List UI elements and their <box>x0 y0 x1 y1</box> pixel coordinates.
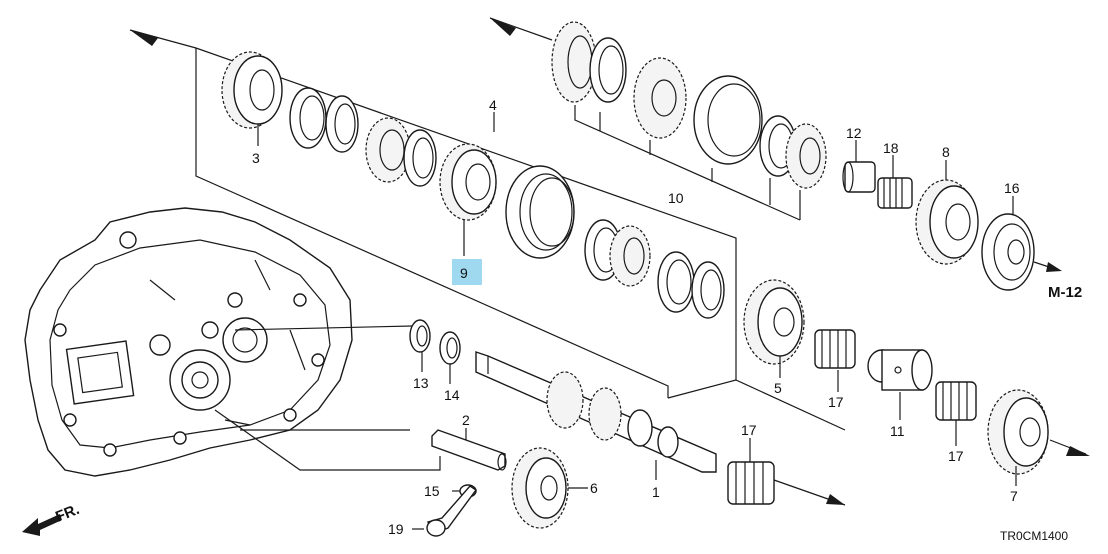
gear-part-8 <box>915 179 979 265</box>
label-17-c[interactable]: 17 <box>741 422 757 438</box>
label-16[interactable]: 16 <box>1004 180 1020 196</box>
group-10-components <box>551 21 827 189</box>
collar-part-12 <box>842 161 876 193</box>
label-15[interactable]: 15 <box>424 483 440 499</box>
label-5[interactable]: 5 <box>774 380 782 396</box>
collar-part-11 <box>867 349 933 391</box>
needle-bearing-17-lower <box>727 461 846 506</box>
gear-part-5 <box>743 279 805 365</box>
synchro-sleeve <box>505 165 575 259</box>
gear-part-7 <box>987 389 1090 475</box>
label-leaders <box>257 112 1017 489</box>
assembly-10-outline <box>489 17 801 221</box>
mainshaft-part-1 <box>475 351 717 480</box>
label-6[interactable]: 6 <box>590 480 598 496</box>
label-14[interactable]: 14 <box>444 387 460 403</box>
bolt-part-19 <box>412 485 477 537</box>
ball-bearing-part-16 <box>981 213 1062 291</box>
reference-label[interactable]: M-12 <box>1048 284 1082 301</box>
circlip-part-13 <box>409 319 431 372</box>
washer-part-14 <box>439 331 461 384</box>
label-8[interactable]: 8 <box>942 144 950 160</box>
label-12[interactable]: 12 <box>846 125 862 141</box>
label-17-b[interactable]: 17 <box>948 448 964 464</box>
synchro-rings-right <box>584 219 725 319</box>
label-1[interactable]: 1 <box>652 484 660 500</box>
drawing-code: TR0CM1400 <box>1000 529 1068 543</box>
label-2[interactable]: 2 <box>462 412 470 428</box>
synchro-hub-part-9 <box>439 143 497 221</box>
pin-part-2 <box>431 428 507 471</box>
assembly-4-outline <box>129 29 846 431</box>
label-19[interactable]: 19 <box>388 521 404 537</box>
highlight-box <box>452 259 482 285</box>
needle-bearing-17-right <box>935 381 977 421</box>
label-18[interactable]: 18 <box>883 140 899 156</box>
label-10[interactable]: 10 <box>668 190 684 206</box>
needle-bearing-17-upper <box>814 329 856 369</box>
gear-part-6 <box>511 447 569 529</box>
synchro-rings-left <box>289 87 437 187</box>
label-7[interactable]: 7 <box>1010 488 1018 504</box>
transmission-case <box>24 207 353 477</box>
label-9[interactable]: 9 <box>460 265 468 281</box>
case-leaders <box>214 325 441 471</box>
label-3[interactable]: 3 <box>252 150 260 166</box>
label-4[interactable]: 4 <box>489 97 497 113</box>
front-arrow: FR. <box>22 501 82 536</box>
label-17-a[interactable]: 17 <box>828 394 844 410</box>
needle-bearing-part-18 <box>877 177 913 209</box>
gear-part-3 <box>221 51 283 129</box>
part-labels: 3 4 9 10 12 18 8 16 13 14 2 1 6 15 19 5 … <box>252 97 1020 537</box>
label-11[interactable]: 11 <box>890 423 905 439</box>
label-13[interactable]: 13 <box>413 375 429 391</box>
front-label: FR. <box>53 501 82 526</box>
